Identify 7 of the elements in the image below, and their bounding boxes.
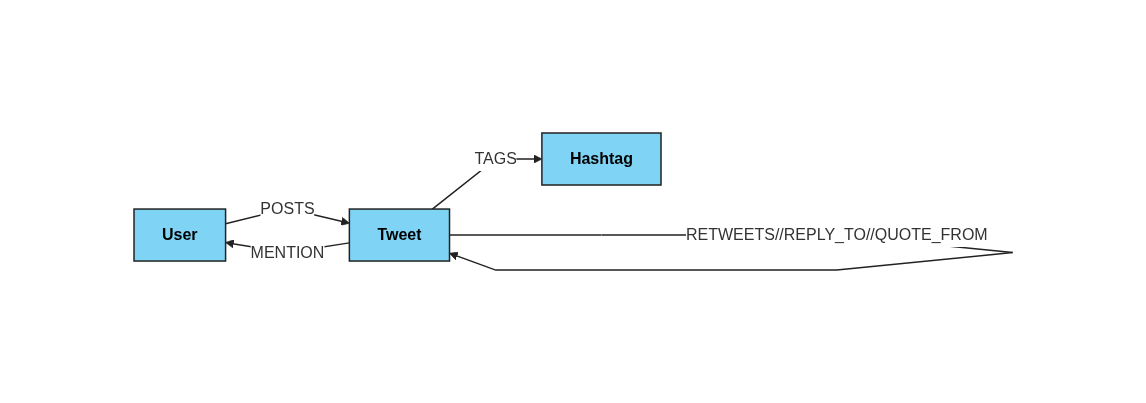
node-box: Hashtag: [540, 132, 662, 186]
node-box: Tweet: [348, 208, 450, 262]
node-box: User: [132, 208, 226, 262]
edge-label: POSTS: [259, 199, 315, 217]
edge-label: RETWEETS//REPLY_TO//QUOTE_FROM: [685, 226, 988, 243]
edge-label: MENTION: [250, 243, 324, 261]
edge-label: TAGS: [474, 149, 517, 167]
